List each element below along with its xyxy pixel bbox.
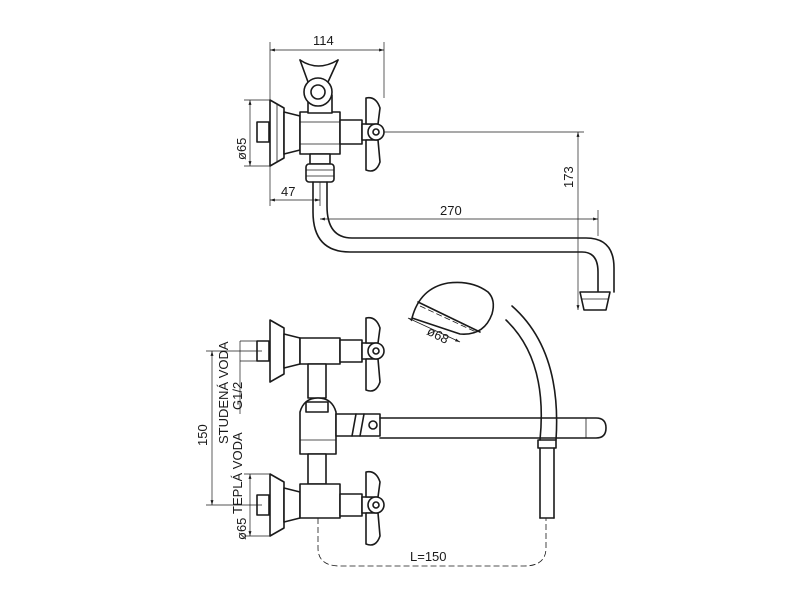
top-dimensions: 114 ø65 47 270 173 <box>234 33 600 311</box>
bottom-mixer-outlet <box>335 413 381 437</box>
dim-hose-length: L=150 <box>410 549 447 564</box>
bottom-shower-holder <box>539 447 555 519</box>
bottom-lower-handle-top <box>365 470 381 498</box>
bottom-shower-handle-outer <box>505 319 543 441</box>
bottom-spout-arm <box>379 417 607 439</box>
bottom-lower-handle-bottom <box>365 512 381 546</box>
top-swivel-nut <box>305 163 335 183</box>
top-spout-outer <box>312 181 599 293</box>
dim-47: 47 <box>281 184 295 199</box>
top-nut <box>283 111 301 155</box>
top-spout-inner <box>326 181 615 293</box>
label-thread: G1/2 <box>230 382 245 410</box>
dim-top-flange-dia: ø65 <box>234 138 249 160</box>
bottom-shower-handle-inner <box>511 305 558 441</box>
top-faucet-view <box>256 59 615 311</box>
shower-hose <box>317 518 547 567</box>
bottom-upper-body <box>299 337 341 365</box>
dim-270: 270 <box>440 203 462 218</box>
bottom-riser-upper <box>307 363 327 399</box>
top-neck <box>309 153 331 165</box>
bottom-upper-flange <box>269 319 285 383</box>
top-handle-lower <box>365 139 381 172</box>
bottom-upper-handle-bottom <box>365 358 381 392</box>
top-holder-arm-left <box>299 59 309 83</box>
top-handle-upper <box>365 96 381 125</box>
shower-head-face <box>417 301 481 333</box>
bottom-lower-body <box>299 483 341 519</box>
top-holder-arm-right <box>327 59 339 83</box>
top-wall-stub <box>256 121 270 143</box>
bottom-riser-lower <box>307 453 327 485</box>
bottom-faucet-view <box>256 281 607 567</box>
dim-bottom-flange-dia: ø65 <box>234 518 249 540</box>
bottom-lower-flange <box>269 473 285 537</box>
dim-173: 173 <box>561 166 576 188</box>
label-hot-water: TEPLÁ VODA <box>230 432 245 514</box>
bottom-upper-handle-top <box>365 316 381 344</box>
top-spout-tip <box>579 291 611 311</box>
top-spindle <box>339 119 363 145</box>
label-cold-water: STUDENÁ VODA <box>216 341 231 444</box>
bottom-dimensions: ø68 150 STUDENÁ VODA G1/2 TEPLÁ VODA ø65… <box>195 317 461 564</box>
dim-150: 150 <box>195 424 210 446</box>
top-body <box>299 111 341 155</box>
dim-114: 114 <box>313 33 334 48</box>
